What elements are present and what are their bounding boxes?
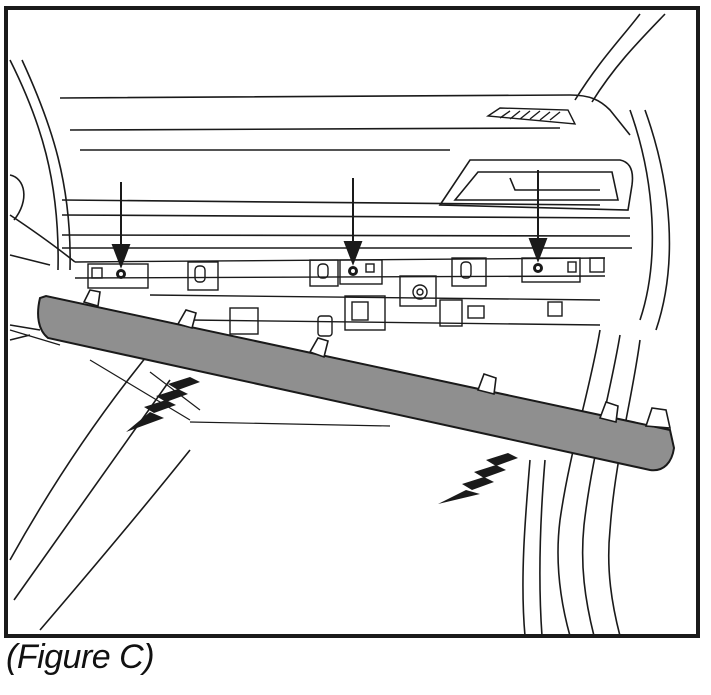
defrost-vent <box>485 107 577 125</box>
figure-caption: (Figure C) <box>6 638 155 676</box>
dash-lower-structure <box>74 257 606 337</box>
side-air-vent <box>438 159 634 211</box>
pull-direction-arrow-icon <box>438 453 518 504</box>
screw-icon <box>116 263 543 279</box>
clip-icon <box>82 289 672 429</box>
left-door-frame <box>9 59 191 631</box>
dash-trim-panel <box>9 294 676 472</box>
illustration-panel <box>4 6 700 638</box>
right-door-frame <box>522 13 671 637</box>
pull-direction-arrow-icon <box>126 377 200 432</box>
down-arrow-icon <box>111 170 548 269</box>
